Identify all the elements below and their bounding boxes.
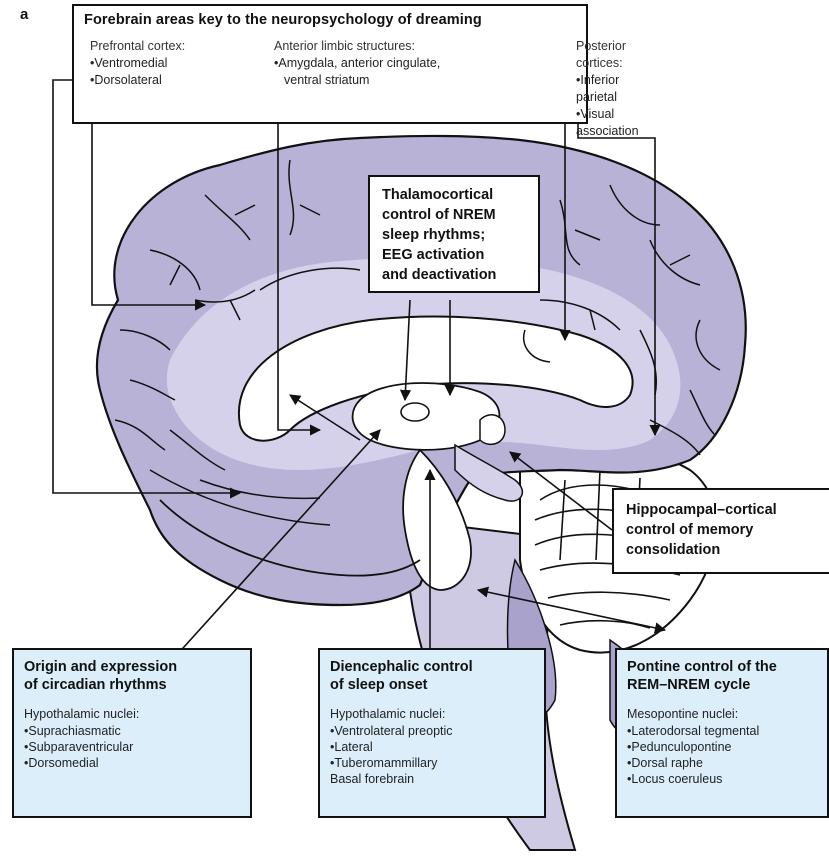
label-line: control of NREM	[382, 205, 530, 225]
box-subtitle: Hypothalamic nuclei:	[24, 706, 240, 723]
key-title: Forebrain areas key to the neuropsycholo…	[84, 12, 576, 28]
box-extra: Basal forebrain	[330, 771, 534, 787]
prefrontal-column: Prefrontal cortex: Ventromedial Dorsolat…	[90, 38, 185, 89]
box-item: Pedunculopontine	[627, 739, 817, 755]
thalamocortical-label: Thalamocortical control of NREM sleep rh…	[368, 175, 540, 293]
label-line: sleep rhythms;	[382, 225, 530, 245]
box-item: Suprachiasmatic	[24, 723, 240, 739]
prefrontal-heading: Prefrontal cortex:	[90, 38, 185, 55]
circadian-box: Origin and expression of circadian rhyth…	[12, 648, 252, 818]
limbic-column: Anterior limbic structures: Amygdala, an…	[274, 38, 440, 89]
label-line: Hippocampal–cortical	[626, 500, 818, 520]
box-title: REM–NREM cycle	[627, 676, 817, 694]
box-item: Locus coeruleus	[627, 771, 817, 787]
box-title: of sleep onset	[330, 676, 534, 694]
box-item: Dorsomedial	[24, 755, 240, 771]
box-item: Lateral	[330, 739, 534, 755]
posterior-heading: Posterior cortices:	[576, 38, 639, 72]
box-subtitle: Hypothalamic nuclei:	[330, 706, 534, 723]
box-item: Laterodorsal tegmental	[627, 723, 817, 739]
label-line: EEG activation	[382, 245, 530, 265]
hippocampal-label: Hippocampal–cortical control of memory c…	[612, 488, 829, 574]
prefrontal-item: Dorsolateral	[90, 72, 185, 89]
forebrain-key-box: Forebrain areas key to the neuropsycholo…	[72, 4, 588, 124]
label-line: and deactivation	[382, 265, 530, 285]
box-item: Ventrolateral preoptic	[330, 723, 534, 739]
posterior-column: Posterior cortices: Inferior parietal Vi…	[576, 38, 639, 140]
prefrontal-item: Ventromedial	[90, 55, 185, 72]
limbic-heading: Anterior limbic structures:	[274, 38, 440, 55]
box-subtitle: Mesopontine nuclei:	[627, 706, 817, 723]
box-item: Tuberomammillary	[330, 755, 534, 771]
box-item: Subparaventricular	[24, 739, 240, 755]
box-title: Origin and expression	[24, 658, 240, 676]
box-title: Pontine control of the	[627, 658, 817, 676]
diencephalic-box: Diencephalic control of sleep onset Hypo…	[318, 648, 546, 818]
box-item: Dorsal raphe	[627, 755, 817, 771]
limbic-item: Amygdala, anterior cingulate,	[274, 55, 440, 72]
pontine-box: Pontine control of the REM–NREM cycle Me…	[615, 648, 829, 818]
posterior-item: Inferior parietal	[576, 72, 639, 106]
limbic-item-cont: ventral striatum	[274, 72, 440, 89]
label-line: consolidation	[626, 540, 818, 560]
box-title: Diencephalic control	[330, 658, 534, 676]
posterior-item: Visual association	[576, 106, 639, 140]
label-line: control of memory	[626, 520, 818, 540]
box-title: of circadian rhythms	[24, 676, 240, 694]
label-line: Thalamocortical	[382, 185, 530, 205]
